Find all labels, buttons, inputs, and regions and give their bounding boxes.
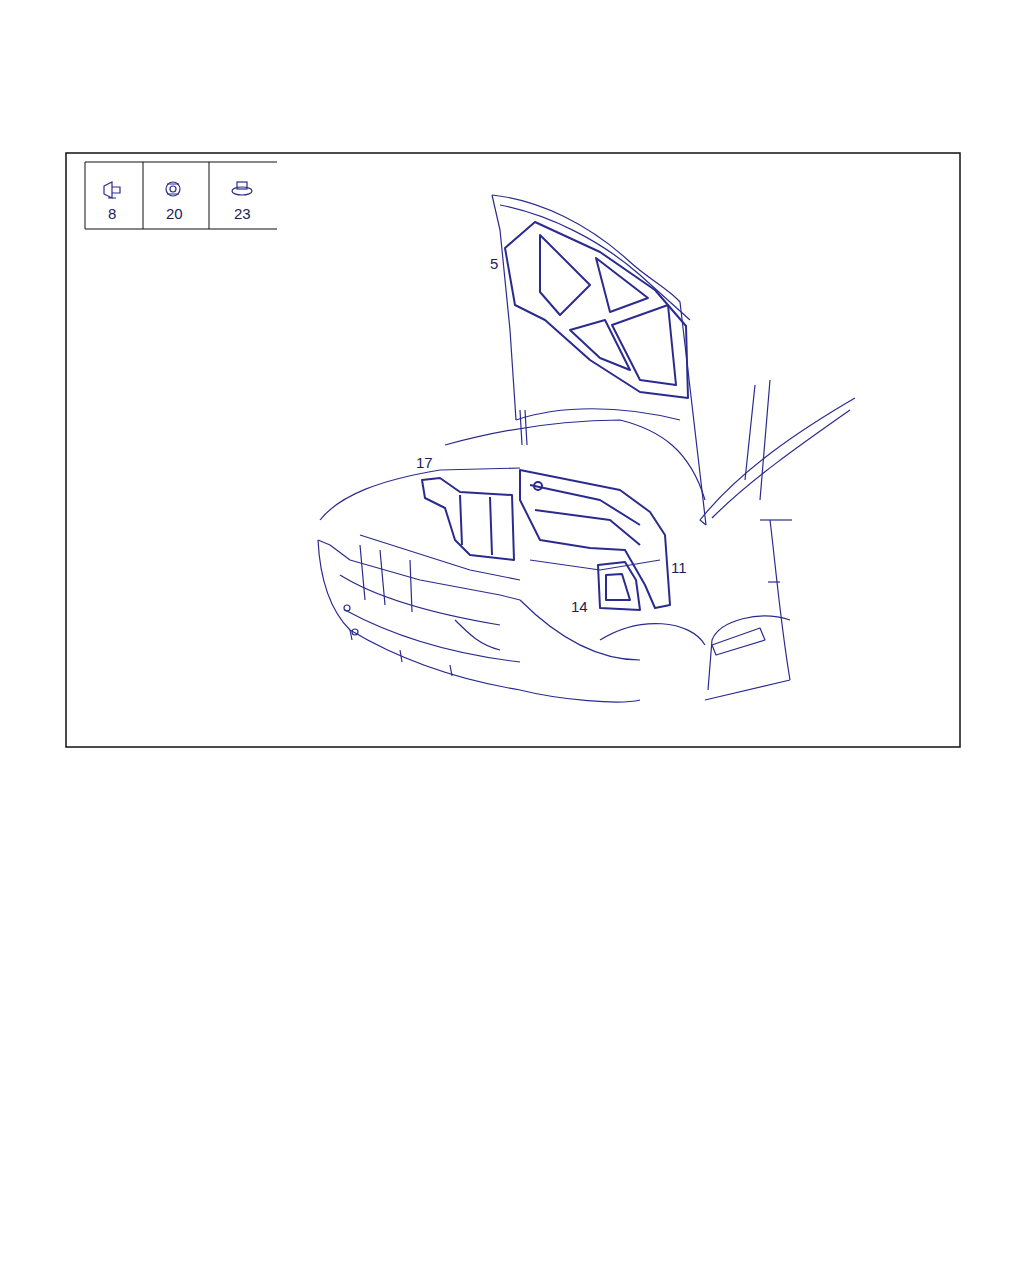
callout-number: 11 [671, 560, 687, 575]
callout-number: 14 [571, 599, 588, 614]
car-body [318, 195, 855, 702]
fastener-table [85, 162, 277, 229]
fastener-icons [104, 182, 252, 198]
callout-number: 5 [490, 256, 498, 271]
table-cell: 23 [234, 206, 251, 221]
table-cell: 20 [166, 206, 183, 221]
frame [66, 153, 960, 747]
insulation-pads [422, 222, 688, 610]
table-cell: 8 [108, 206, 116, 221]
callout-number: 17 [416, 455, 433, 470]
